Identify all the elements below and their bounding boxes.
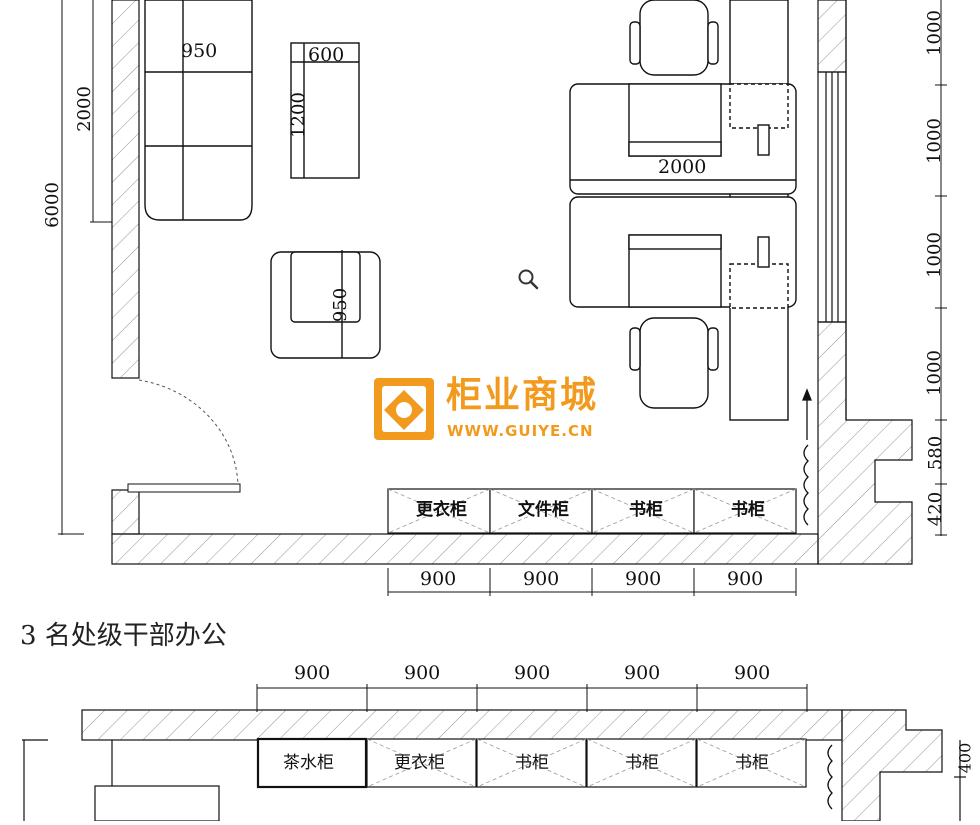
dim-right-6: 420 [925,491,947,527]
dim-right-1: 1000 [923,10,945,56]
top-bottom-dimensions [387,568,797,596]
dim-sofa-width: 950 [181,40,218,62]
dim-right-2: 1000 [923,118,945,164]
cabinet-label: 书柜 [515,753,549,773]
dim-bottom-plan-4: 900 [624,662,661,684]
dim-bottom-plan-1: 900 [294,662,331,684]
plan-caption: 3 名处级干部办公 [20,621,227,651]
top-cabinets [387,488,797,534]
cabinet-label: 文件柜 [518,500,569,520]
dim-bottom-plan-2: 900 [404,662,441,684]
sofa [144,0,253,221]
cabinet-label: 茶水柜 [283,753,334,773]
bottom-dimensions [256,684,808,712]
right-dimensions [935,0,947,536]
dim-table-width: 600 [308,44,345,66]
dim-bottom-3: 900 [625,568,662,590]
dim-right-3: 1000 [923,232,945,278]
magnifier-icon[interactable] [515,266,541,292]
curtain-and-arrow [802,388,812,526]
dim-right-4: 1000 [923,350,945,396]
dim-bottom-plan-5: 900 [734,662,771,684]
cabinet-label: 书柜 [629,500,663,520]
bottom-walls [22,709,966,822]
cabinet-label: 书柜 [731,500,765,520]
dim-wall-segment: 2000 [73,86,95,132]
door-swing [127,379,241,493]
logo-emblem-icon [374,378,434,440]
dim-room-length: 6000 [41,182,63,228]
dim-table-length: 1200 [287,92,309,138]
watermark-name: 柜业商城 [446,375,599,416]
watermark-url: WWW.GUIYE.CN [447,422,594,440]
dim-bottom-4: 900 [727,568,764,590]
cabinet-label: 书柜 [735,753,769,773]
dim-bottom-2: 900 [523,568,560,590]
dim-bottom-plan-right: 400 [955,742,975,774]
cabinet-label: 更衣柜 [394,753,445,773]
bottom-cabinets [256,737,807,789]
left-dimensions [58,0,112,535]
desk-group [569,0,797,421]
bottom-curtain [827,744,833,810]
coffee-table [290,42,360,179]
dim-right-5: 580 [925,435,947,471]
dim-desk-width: 2000 [658,156,707,178]
cabinet-label: 更衣柜 [416,500,467,520]
dim-bottom-1: 900 [420,568,457,590]
cabinet-label: 书柜 [625,753,659,773]
dim-bottom-plan-3: 900 [514,662,551,684]
dim-armchair-width: 950 [330,287,352,323]
top-walls [111,0,913,565]
armchair [270,250,381,359]
